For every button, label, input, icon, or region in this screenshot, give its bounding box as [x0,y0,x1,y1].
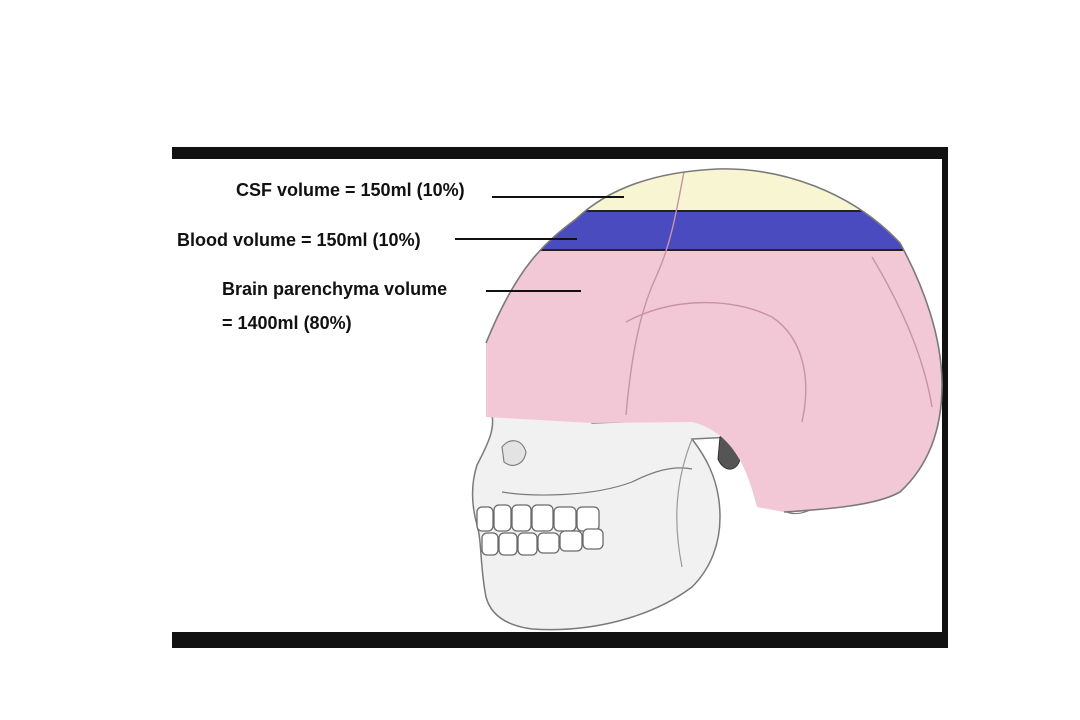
brain-volume-label-line1: Brain parenchyma volume [222,279,448,299]
brain-volume-label-line2: = 1400ml (80%) [222,313,352,333]
jaw-outline [501,467,693,496]
cranium-outline [485,168,943,513]
csf-volume-label: CSF volume = 150ml (10%) [236,180,465,200]
teeth [476,504,604,556]
nasal-opening [501,440,527,466]
coronal-suture [625,171,685,416]
skull-figure: CSF volume = 150ml (10%) Blood volume = … [172,147,948,648]
skull-illustration [172,159,943,632]
blood-volume-label: Blood volume = 150ml (10%) [177,230,421,250]
mandible-ramus [676,438,693,568]
squamous-suture [625,301,807,423]
lambdoid-suture [871,256,933,408]
